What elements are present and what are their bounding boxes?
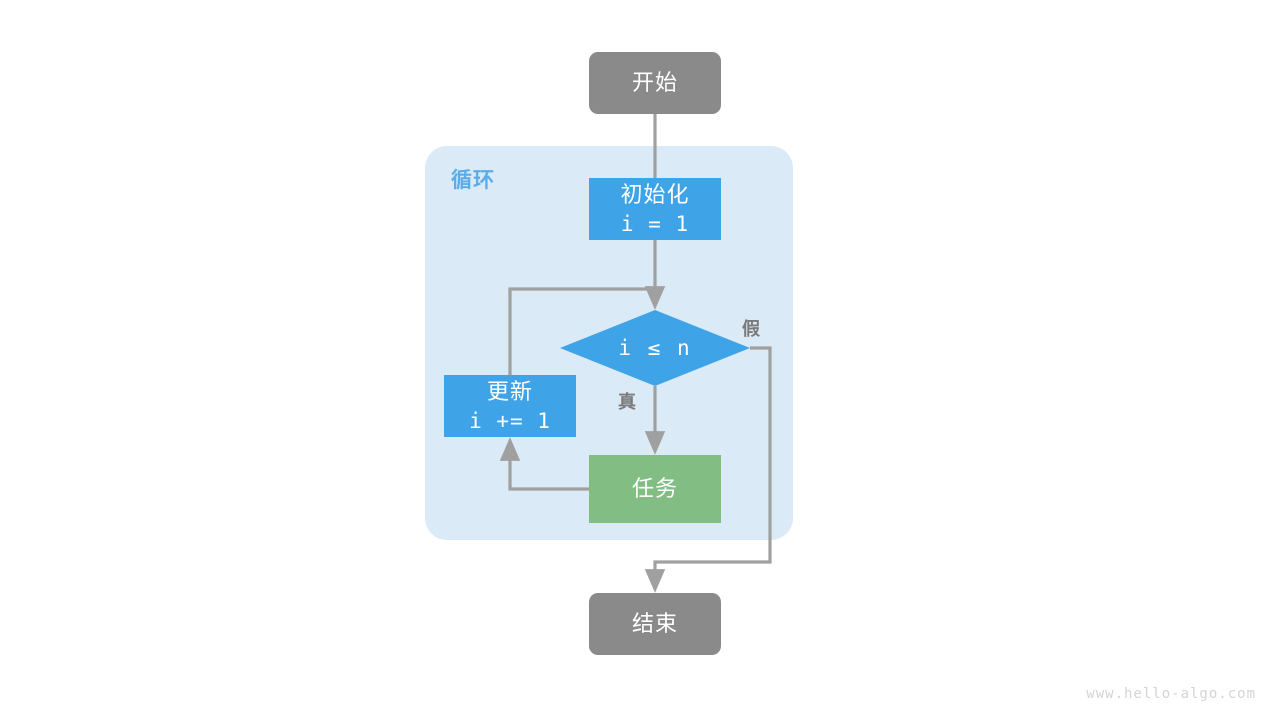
node-task-label: 任务	[631, 476, 678, 501]
node-initialize[interactable]: 初始化 i = 1	[589, 178, 721, 240]
node-start[interactable]: 开始	[589, 52, 721, 114]
node-update-title: 更新	[486, 379, 533, 404]
loop-container-label: 循环	[451, 169, 495, 192]
edge-update-to-decision	[508, 287, 655, 375]
node-start-label: 开始	[631, 70, 678, 95]
node-condition-label: i ≤ n	[618, 336, 692, 360]
watermark: www.hello-algo.com	[1086, 686, 1256, 702]
node-end[interactable]: 结束	[589, 593, 721, 655]
edge-label-false: 假	[742, 319, 760, 339]
edge-task-to-update	[499, 437, 589, 491]
node-end-label: 结束	[631, 611, 678, 636]
edge-label-true: 真	[618, 392, 636, 412]
node-update-expression: i += 1	[469, 409, 551, 433]
edge-decision-false-to-end	[644, 346, 772, 593]
node-task[interactable]: 任务	[589, 455, 721, 523]
node-initialize-expression: i = 1	[620, 212, 690, 236]
node-update[interactable]: 更新 i += 1	[444, 375, 576, 437]
node-initialize-title: 初始化	[620, 182, 690, 207]
node-condition[interactable]: i ≤ n	[560, 310, 750, 386]
